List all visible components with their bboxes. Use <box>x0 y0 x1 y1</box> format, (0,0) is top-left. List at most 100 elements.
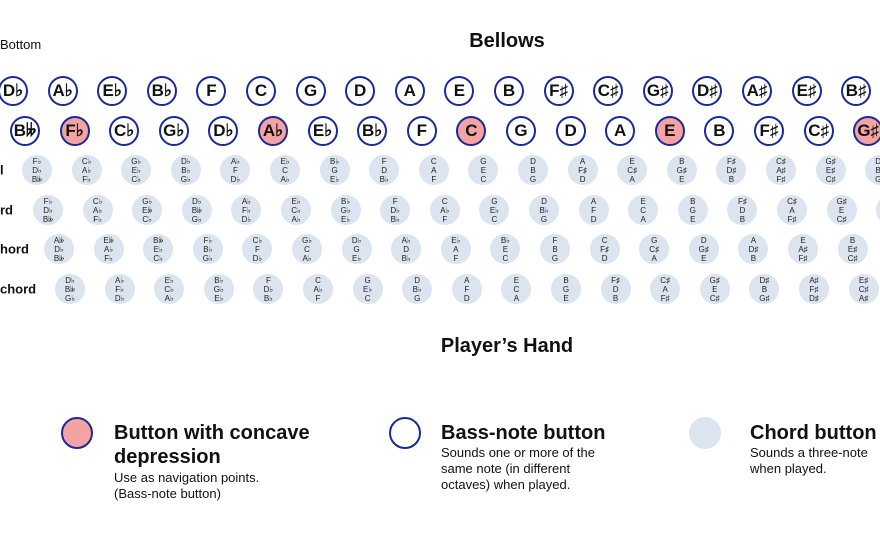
concave-bass-button[interactable]: E <box>654 116 685 146</box>
chord-button[interactable]: A♯F♯D♯ <box>799 274 829 304</box>
bass-note-button[interactable]: F <box>406 116 437 146</box>
bass-note-button[interactable]: E♭ <box>307 116 338 146</box>
chord-button[interactable]: G♭E𝄫C♭ <box>132 195 163 225</box>
bass-note-button[interactable]: E <box>444 76 475 106</box>
concave-bass-button[interactable]: C <box>456 116 487 146</box>
bass-note-button[interactable]: F♯ <box>754 116 784 146</box>
chord-button[interactable]: D♯BG♯ <box>876 195 880 225</box>
bass-note-button[interactable]: D♯ <box>692 76 723 106</box>
chord-button[interactable]: F♭D♭B𝄫 <box>22 155 52 185</box>
bass-note-button[interactable]: C♯ <box>593 76 624 106</box>
bass-note-button[interactable]: D♭ <box>208 116 239 146</box>
chord-button[interactable]: D♯B♯G♯ <box>865 155 880 185</box>
bass-note-button[interactable]: B♯ <box>841 76 872 106</box>
concave-bass-button[interactable]: G♯ <box>853 116 880 146</box>
chord-button[interactable]: F♯D♯B <box>716 155 747 185</box>
chord-button[interactable]: C♯A♯F♯ <box>766 155 796 185</box>
bass-note-button[interactable]: C♯ <box>803 116 834 146</box>
bass-note-button[interactable]: A♯ <box>742 76 772 106</box>
concave-bass-button[interactable]: F♭ <box>59 116 90 146</box>
bass-note-button[interactable]: B <box>494 76 524 106</box>
chord-button[interactable]: A𝄫D♭B𝄫 <box>44 234 74 264</box>
bass-note-button[interactable]: F <box>196 76 227 106</box>
chord-button[interactable]: F♭B♭G♭ <box>192 234 223 264</box>
bass-note-button[interactable]: B𝄫 <box>10 116 40 146</box>
bass-note-button[interactable]: G♭ <box>158 116 189 146</box>
bass-note-button[interactable]: G <box>506 116 536 146</box>
bass-note-button[interactable]: A <box>394 76 425 106</box>
bass-note-button[interactable]: E♯ <box>791 76 822 106</box>
bass-note-button[interactable]: D♭ <box>0 76 28 106</box>
concave-bass-button[interactable]: A♭ <box>258 116 288 146</box>
bass-note-button[interactable]: E♭ <box>97 76 128 106</box>
bass-note-button[interactable]: G♯ <box>642 76 673 106</box>
bass-note-button[interactable]: D <box>555 116 586 146</box>
chord-button[interactable]: A♭F♭D♭ <box>104 274 135 304</box>
bass-note-button[interactable]: G <box>295 76 326 106</box>
bass-note-button[interactable]: B <box>704 116 735 146</box>
chord-button[interactable]: D♭B♭G♭ <box>170 155 201 185</box>
bass-note-button[interactable]: F♯ <box>543 76 574 106</box>
bass-note-button[interactable]: B♭ <box>357 116 388 146</box>
chord-button[interactable]: E♭C♭A♭ <box>281 195 311 225</box>
chord-button[interactable]: G♭E♭C♭ <box>121 155 152 185</box>
chord-button[interactable]: A♭F♭D♭ <box>231 195 262 225</box>
bass-note-button[interactable]: D <box>345 76 376 106</box>
chord-button[interactable]: D♭B𝄫G♭ <box>55 274 85 304</box>
chord-button[interactable]: B♭G♭E♭ <box>203 274 234 304</box>
bass-note-button[interactable]: C <box>246 76 276 106</box>
bass-note-button[interactable]: A <box>605 116 636 146</box>
bass-note-button[interactable]: C♭ <box>109 116 140 146</box>
chord-button[interactable]: C♭A♭F♭ <box>71 155 102 185</box>
bass-note-button[interactable]: A♭ <box>47 76 78 106</box>
chord-button[interactable]: B𝄫E♭C♭ <box>143 234 174 264</box>
chord-button[interactable]: E♭C♭A♭ <box>154 274 185 304</box>
chord-button[interactable]: E𝄫A♭F♭ <box>93 234 124 264</box>
chord-button[interactable]: G♯E♯C♯ <box>815 155 846 185</box>
chord-button[interactable]: C♭A♭F♭ <box>82 195 113 225</box>
chord-button[interactable]: B♭G♭E♭ <box>330 195 361 225</box>
